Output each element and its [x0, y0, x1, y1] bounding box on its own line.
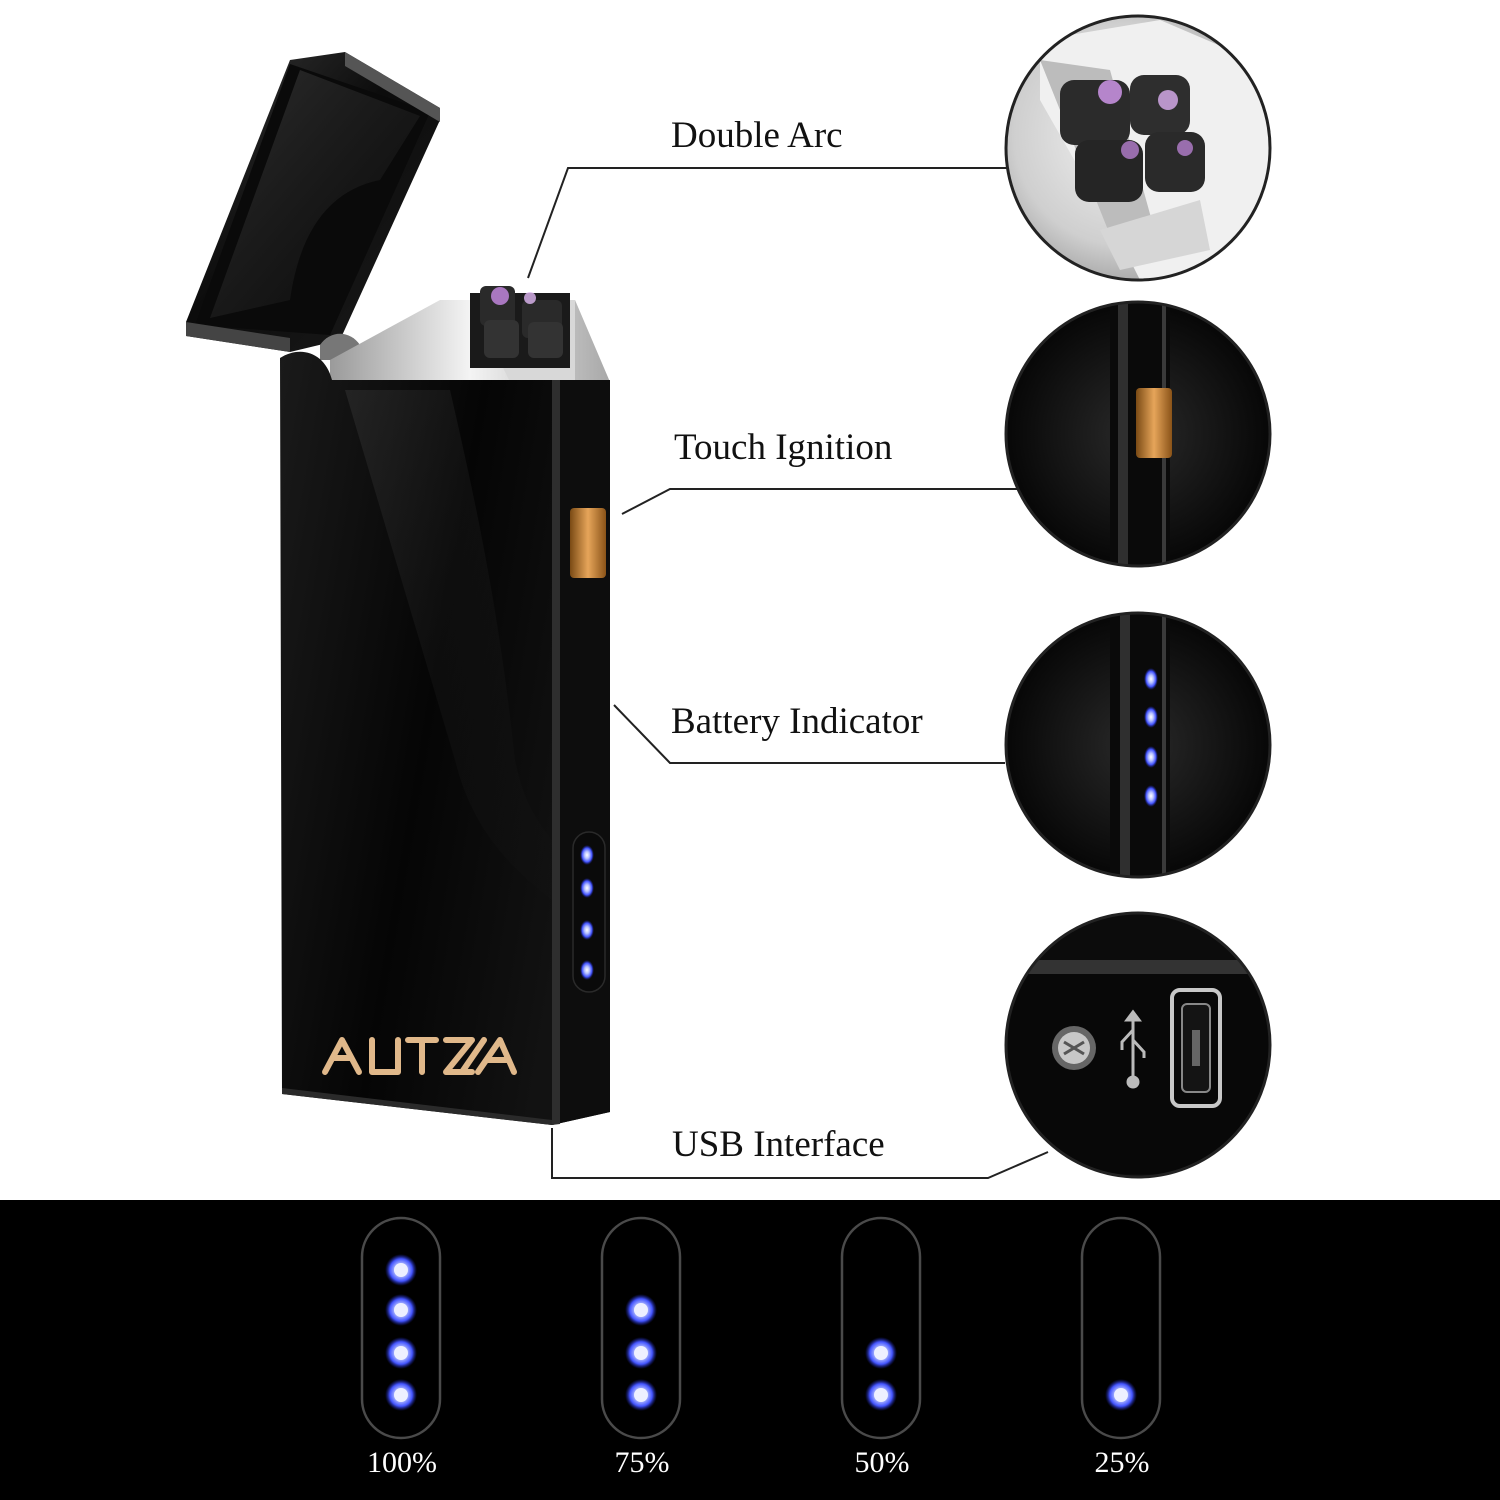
battery-led-core — [874, 1388, 888, 1402]
screw-icon — [1052, 1026, 1096, 1070]
battery-led-core — [634, 1346, 648, 1360]
callout-lines — [527, 167, 1049, 1179]
double-arc-label: Double Arc — [671, 115, 843, 156]
battery-led-core — [634, 1388, 648, 1402]
brand-logo — [322, 1037, 517, 1075]
battery-led-core — [1114, 1388, 1128, 1402]
battery-capsule — [840, 1216, 922, 1440]
battery-level-band — [0, 1200, 1500, 1500]
micro-usb-port-icon — [1170, 988, 1222, 1108]
battery-capsule — [360, 1216, 442, 1440]
battery-level-capsules — [360, 1216, 1162, 1440]
arc-head — [330, 286, 610, 382]
battery-indicator-closeup — [1004, 611, 1272, 879]
touch-ignition-closeup — [1004, 300, 1272, 568]
battery-capsule — [600, 1216, 682, 1440]
body-battery-leds — [572, 831, 606, 993]
touch-ignition-pad — [570, 508, 606, 578]
battery-level-label: 50% — [854, 1446, 910, 1479]
battery-indicator-label: Battery Indicator — [671, 701, 923, 742]
usb-interface-label: USB Interface — [672, 1124, 885, 1165]
touch-ignition-label: Touch Ignition — [674, 427, 893, 468]
usb-icon — [1120, 1009, 1146, 1089]
battery-led-core — [394, 1303, 408, 1317]
lighter-body — [280, 351, 610, 1125]
battery-level-label: 75% — [614, 1446, 670, 1479]
battery-led-core — [874, 1346, 888, 1360]
usb-interface-closeup — [1004, 911, 1272, 1179]
lighter-lid — [186, 52, 440, 352]
battery-level-label: 25% — [1094, 1446, 1150, 1479]
double-arc-closeup — [1004, 14, 1272, 282]
battery-led-core — [634, 1303, 648, 1317]
battery-led-core — [394, 1263, 408, 1277]
battery-capsule — [1080, 1216, 1162, 1440]
battery-led-core — [394, 1346, 408, 1360]
battery-level-label: 100% — [367, 1446, 437, 1479]
battery-led-core — [394, 1388, 408, 1402]
